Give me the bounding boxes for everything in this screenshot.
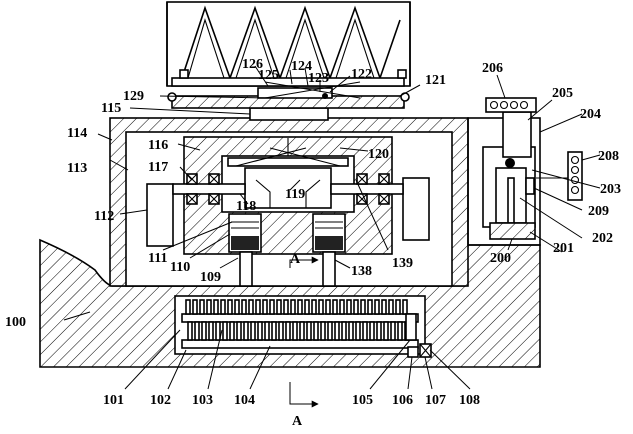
rail-bar-upper: [181, 313, 419, 323]
label-129: 129: [123, 89, 144, 104]
label-110: 110: [170, 260, 190, 275]
section-label-bottom: A: [292, 414, 303, 429]
part-labels: 100 101 102 103 104 105 106 107 108 109 …: [5, 57, 621, 429]
left-spring-box: [228, 213, 262, 253]
label-208: 208: [598, 149, 619, 164]
label-107: 107: [425, 393, 446, 408]
label-121: 121: [425, 73, 446, 88]
label-111: 111: [148, 251, 167, 266]
label-209: 209: [588, 204, 609, 219]
sensor-dot: [505, 158, 515, 168]
small-cell-106: [407, 346, 419, 358]
label-202: 202: [592, 231, 613, 246]
right-shaft: [330, 183, 404, 195]
right-spring-box: [312, 213, 346, 253]
top-sensor-box: [502, 111, 532, 158]
leader-lines: [63, 65, 601, 390]
label-139: 139: [392, 256, 413, 271]
label-200: 200: [490, 251, 511, 266]
slide-end-block: [405, 313, 417, 341]
left-support-leg: [239, 251, 253, 287]
side-actuator: [525, 177, 535, 195]
pivot-block-right: [397, 69, 407, 79]
pivot-block-left: [179, 69, 189, 79]
label-103: 103: [192, 393, 213, 408]
label-106: 106: [392, 393, 413, 408]
label-122: 122: [351, 67, 372, 82]
cross-lines: [235, 138, 341, 167]
label-109: 109: [200, 270, 221, 285]
bearings: [186, 173, 390, 205]
comb-teeth-lower: [187, 321, 410, 341]
bottom-base-block: [489, 222, 536, 240]
comb-teeth-upper: [185, 299, 408, 315]
label-108: 108: [459, 393, 480, 408]
section-arrow-bottom: [289, 382, 319, 408]
label-104: 104: [234, 393, 255, 408]
piston-rod: [507, 177, 515, 224]
label-124: 124: [291, 59, 312, 74]
pivot-123: [322, 93, 328, 99]
section-label-top: A: [290, 252, 301, 267]
label-119: 119: [285, 187, 305, 202]
pivot-129: [167, 92, 177, 102]
left-motor: [146, 183, 174, 247]
label-117: 117: [148, 160, 168, 175]
label-203: 203: [600, 182, 621, 197]
pivot-121: [400, 92, 410, 102]
label-113: 113: [67, 161, 87, 176]
label-102: 102: [150, 393, 171, 408]
label-112: 112: [94, 209, 114, 224]
indicator-panel-208: [567, 151, 583, 201]
right-support-leg: [322, 251, 336, 287]
label-116: 116: [148, 138, 168, 153]
rail-bar-lower: [181, 339, 419, 349]
top-crossbar: [227, 157, 349, 167]
housing-top-block: [249, 107, 329, 121]
label-206: 206: [482, 61, 503, 76]
section-arrow-top: [289, 256, 319, 268]
right-motor: [402, 177, 430, 241]
label-114: 114: [67, 126, 87, 141]
label-123: 123: [308, 71, 329, 86]
label-204: 204: [580, 107, 601, 122]
label-118: 118: [236, 199, 256, 214]
label-120: 120: [368, 147, 389, 162]
label-205: 205: [552, 86, 573, 101]
indicator-panel-206: [485, 97, 537, 113]
label-105: 105: [352, 393, 373, 408]
label-100: 100: [5, 315, 26, 330]
label-125: 125: [258, 68, 279, 83]
label-101: 101: [103, 393, 124, 408]
label-138: 138: [351, 264, 372, 279]
scissor-linkage: [181, 5, 401, 81]
center-wedge: [255, 179, 321, 208]
label-201: 201: [553, 241, 574, 256]
left-shaft: [172, 183, 246, 195]
label-115: 115: [101, 101, 121, 116]
scissor-linkage-inner: [187, 18, 375, 79]
tilt-line: [264, 81, 361, 99]
label-126: 126: [242, 57, 263, 72]
